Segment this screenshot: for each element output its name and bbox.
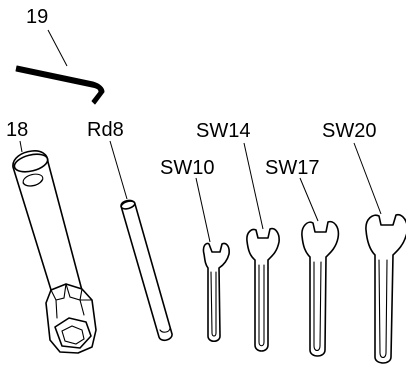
label-sw20: SW20 [322,120,376,142]
open-end-wrench-icon-sw10 [202,242,230,343]
label-rd8: Rd8 [87,119,124,141]
tubular-box-wrench-icon [12,150,97,354]
open-end-wrench-icon-sw14 [246,227,280,352]
label-19: 19 [26,6,48,28]
leader-line-19 [47,29,68,67]
open-end-wrench-icon-sw17 [301,220,340,357]
leader-line-sw10 [195,177,211,243]
label-sw17: SW17 [265,157,319,179]
label-sw10: SW10 [160,157,214,179]
leader-line-18 [19,140,23,153]
label-18: 18 [6,119,28,141]
leader-line-sw17 [299,177,319,222]
allen-key-icon [15,65,105,105]
leader-line-sw14 [243,142,264,230]
leader-line-rd8 [109,140,128,200]
open-end-wrench-icon-sw20 [365,213,406,364]
leader-line-sw20 [353,142,382,215]
label-sw14: SW14 [196,120,250,142]
tommy-bar-icon [120,199,173,342]
